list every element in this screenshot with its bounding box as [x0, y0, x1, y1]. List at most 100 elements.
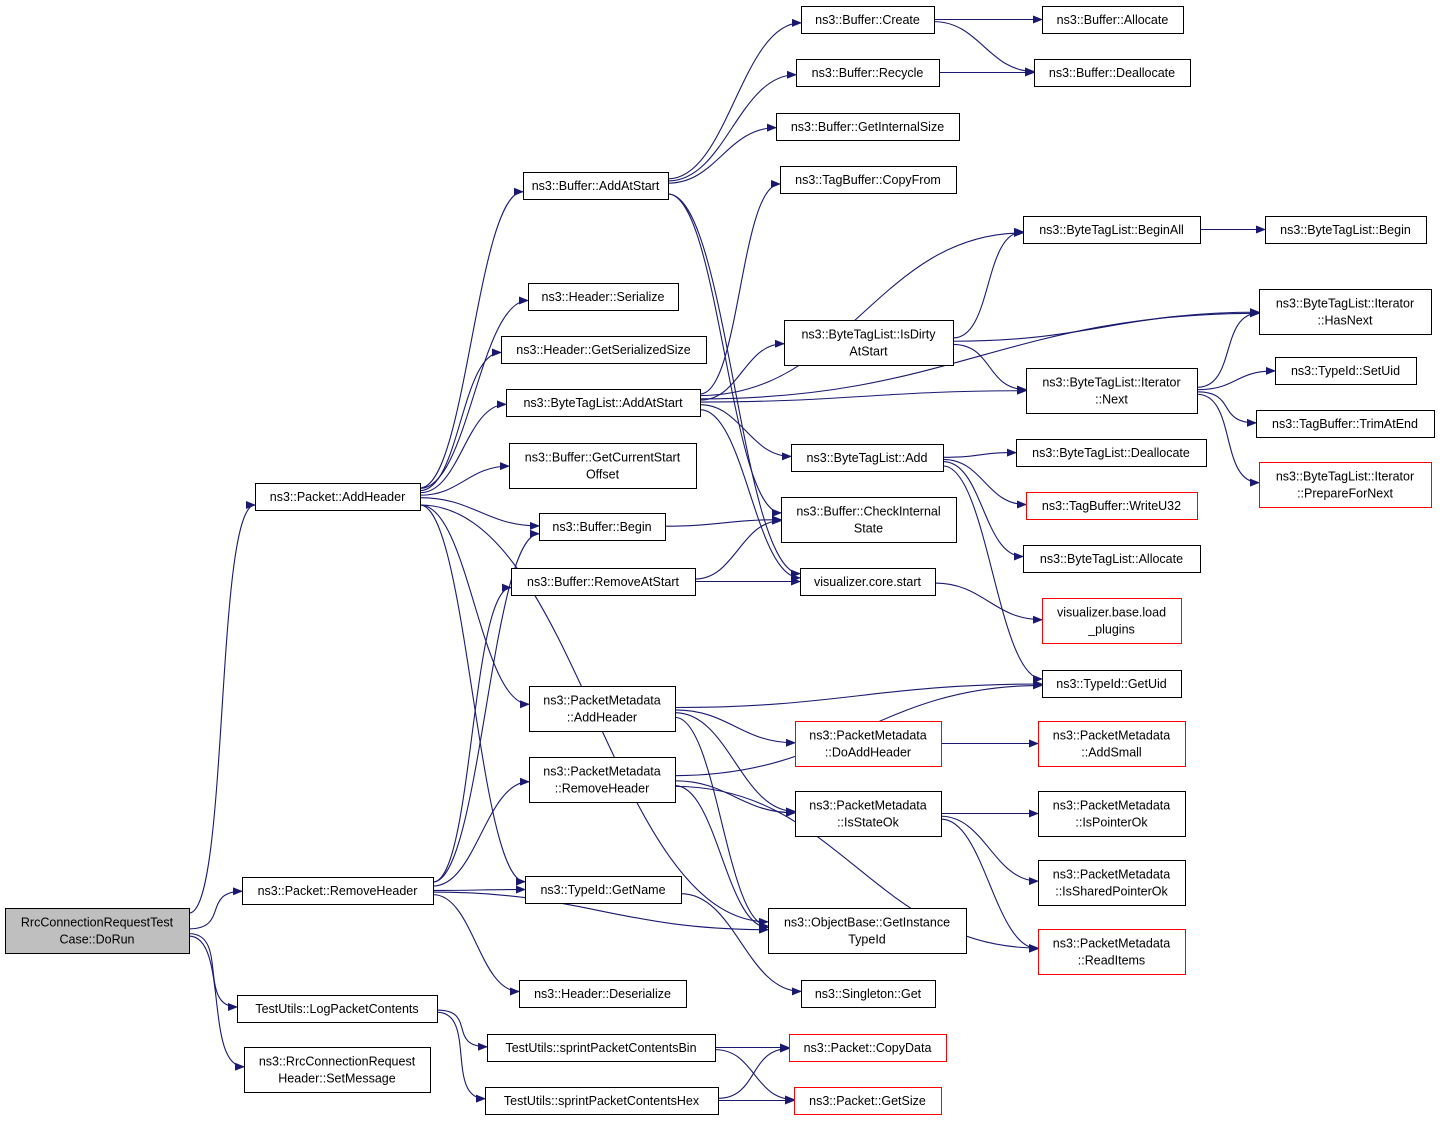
node-box: [1038, 929, 1186, 975]
node-box: [800, 568, 936, 596]
node-box: [795, 791, 942, 837]
node-label: visualizer.base.load: [1057, 606, 1166, 620]
node-removeatstart[interactable]: ns3::Buffer::RemoveAtStart: [511, 568, 696, 596]
node-box: [796, 59, 940, 87]
edge-removeheader-to-removeatstart: [432, 583, 512, 883]
node-bufbegin[interactable]: ns3::Buffer::Begin: [539, 513, 666, 541]
edge-sprinthex-to-pktcopydata: [717, 1044, 790, 1099]
node-label: ::IsStateOk: [837, 816, 900, 830]
node-label: ns3::Packet::AddHeader: [270, 490, 406, 504]
node-label: ::AddSmall: [1081, 746, 1141, 760]
node-typeidgetuid[interactable]: ns3::TypeId::GetUid: [1042, 670, 1182, 698]
node-pmaddheader[interactable]: ns3::PacketMetadata::AddHeader: [529, 686, 676, 732]
node-hdrdeserialize[interactable]: ns3::Header::Deserialize: [519, 980, 687, 1008]
node-box: [794, 1087, 942, 1115]
node-btliternext[interactable]: ns3::ByteTagList::Iterator::Next: [1026, 368, 1198, 414]
edge-btliternext-to-btliterhasnext: [1196, 309, 1260, 388]
node-singletonget[interactable]: ns3::Singleton::Get: [801, 980, 936, 1008]
node-pmreaditems[interactable]: ns3::PacketMetadata::ReadItems: [1038, 929, 1186, 975]
node-sprintbin[interactable]: TestUtils::sprintPacketContentsBin: [487, 1034, 716, 1062]
node-addheader[interactable]: ns3::Packet::AddHeader: [255, 483, 421, 511]
node-hdrsersize[interactable]: ns3::Header::GetSerializedSize: [501, 336, 707, 364]
node-btliterprepare[interactable]: ns3::ByteTagList::Iterator::PrepareForNe…: [1259, 462, 1432, 508]
node-pmispointerok[interactable]: ns3::PacketMetadata::IsPointerOk: [1038, 791, 1186, 837]
node-hdrserialize[interactable]: ns3::Header::Serialize: [528, 283, 679, 311]
node-label: RrcConnectionRequestTest: [21, 916, 174, 930]
node-label: ns3::ByteTagList::Deallocate: [1032, 446, 1190, 460]
node-label: ns3::Buffer::Begin: [552, 520, 651, 534]
node-label: ns3::Singleton::Get: [815, 987, 922, 1001]
node-box: [506, 389, 701, 417]
node-pmisstateok[interactable]: ns3::PacketMetadata::IsStateOk: [795, 791, 942, 837]
node-box: [242, 877, 434, 905]
node-label: ns3::ByteTagList::BeginAll: [1039, 223, 1184, 237]
node-addatstart[interactable]: ns3::Buffer::AddAtStart: [523, 172, 669, 200]
node-box: [487, 1034, 716, 1062]
node-btlbeginall[interactable]: ns3::ByteTagList::BeginAll: [1023, 216, 1201, 244]
node-btladd[interactable]: ns3::ByteTagList::Add: [791, 444, 944, 472]
node-box: [791, 444, 944, 472]
node-label: visualizer.core.start: [814, 575, 922, 589]
node-box: [768, 908, 967, 954]
node-btlallocate[interactable]: ns3::ByteTagList::Allocate: [1023, 545, 1201, 573]
node-box: [501, 336, 707, 364]
edge-addatstart-to-vizstart: [667, 193, 801, 578]
node-bufallocate[interactable]: ns3::Buffer::Allocate: [1042, 6, 1184, 34]
node-pktcopydata[interactable]: ns3::Packet::CopyData: [789, 1034, 947, 1062]
node-getname[interactable]: ns3::TypeId::GetName: [525, 876, 682, 904]
node-sprinthex[interactable]: TestUtils::sprintPacketContentsHex: [485, 1087, 719, 1115]
edge-removeatstart-to-checkinternal: [694, 516, 782, 580]
node-pmaddsmall[interactable]: ns3::PacketMetadata::AddSmall: [1038, 721, 1186, 767]
node-label: ns3::ByteTagList::Iterator: [1276, 470, 1414, 484]
node-label: ns3::Buffer::Deallocate: [1049, 66, 1175, 80]
node-btlbegin[interactable]: ns3::ByteTagList::Begin: [1265, 216, 1427, 244]
node-pmissharedpointerok[interactable]: ns3::PacketMetadata::IsSharedPointerOk: [1038, 860, 1186, 906]
node-label: ns3::Buffer::Create: [815, 13, 920, 27]
edge-sprintbin-to-pktgetsize: [714, 1049, 795, 1104]
node-vizstart[interactable]: visualizer.core.start: [800, 568, 936, 596]
edge-logpacket-to-sprinthex: [436, 1011, 486, 1103]
node-label: Case::DoRun: [59, 933, 134, 947]
edge-pmremoveheader-to-pmisstateok: [674, 780, 796, 817]
node-btldeallocate[interactable]: ns3::ByteTagList::Deallocate: [1016, 439, 1207, 467]
node-typeidsetuid[interactable]: ns3::TypeId::SetUid: [1275, 357, 1417, 385]
node-box: [1038, 860, 1186, 906]
edge-pmaddheader-to-getinstancetypeid: [674, 716, 769, 931]
edge-btliternext-to-tagtrimatend: [1196, 391, 1257, 427]
node-label: ::RemoveHeader: [555, 782, 650, 796]
node-btladdatstart[interactable]: ns3::ByteTagList::AddAtStart: [506, 389, 701, 417]
edge-addheader-to-btladdatstart: [419, 400, 507, 494]
node-setmessage[interactable]: ns3::RrcConnectionRequestHeader::SetMess…: [244, 1047, 431, 1093]
node-logpacket[interactable]: TestUtils::LogPacketContents: [237, 995, 438, 1023]
node-bufgetinternal[interactable]: ns3::Buffer::GetInternalSize: [776, 113, 960, 141]
node-label: ns3::ByteTagList::Begin: [1280, 223, 1411, 237]
node-pktgetsize[interactable]: ns3::Packet::GetSize: [794, 1087, 942, 1115]
edge-addheader-to-getname: [419, 504, 526, 886]
node-vizloadplugins[interactable]: visualizer.base.load_plugins: [1042, 598, 1182, 644]
node-tagwriteu32[interactable]: ns3::TagBuffer::WriteU32: [1026, 492, 1198, 520]
node-label: ::HasNext: [1318, 314, 1373, 328]
node-bufrecycle[interactable]: ns3::Buffer::Recycle: [796, 59, 940, 87]
node-removeheader[interactable]: ns3::Packet::RemoveHeader: [242, 877, 434, 905]
node-bufdeallocate[interactable]: ns3::Buffer::Deallocate: [1034, 59, 1191, 87]
node-label: ::IsSharedPointerOk: [1055, 885, 1168, 899]
edge-pmaddheader-to-pmisstateok: [674, 712, 796, 816]
node-tagtrimatend[interactable]: ns3::TagBuffer::TrimAtEnd: [1256, 410, 1435, 438]
node-label: ns3::Buffer::Allocate: [1057, 13, 1169, 27]
node-tagcopyfrom[interactable]: ns3::TagBuffer::CopyFrom: [780, 166, 957, 194]
node-box: [781, 497, 957, 543]
edge-bufbegin-to-checkinternal: [664, 515, 782, 527]
node-btliterhasnext[interactable]: ns3::ByteTagList::Iterator::HasNext: [1259, 289, 1432, 335]
node-box: [1259, 462, 1432, 508]
node-pmdoaddheader[interactable]: ns3::PacketMetadata::DoAddHeader: [795, 721, 942, 767]
node-box: [801, 980, 936, 1008]
node-bufcreate[interactable]: ns3::Buffer::Create: [801, 6, 935, 34]
edge-root-to-removeheader: [188, 887, 243, 930]
node-label: ns3::PacketMetadata: [809, 729, 926, 743]
node-pmremoveheader[interactable]: ns3::PacketMetadata::RemoveHeader: [529, 757, 676, 803]
